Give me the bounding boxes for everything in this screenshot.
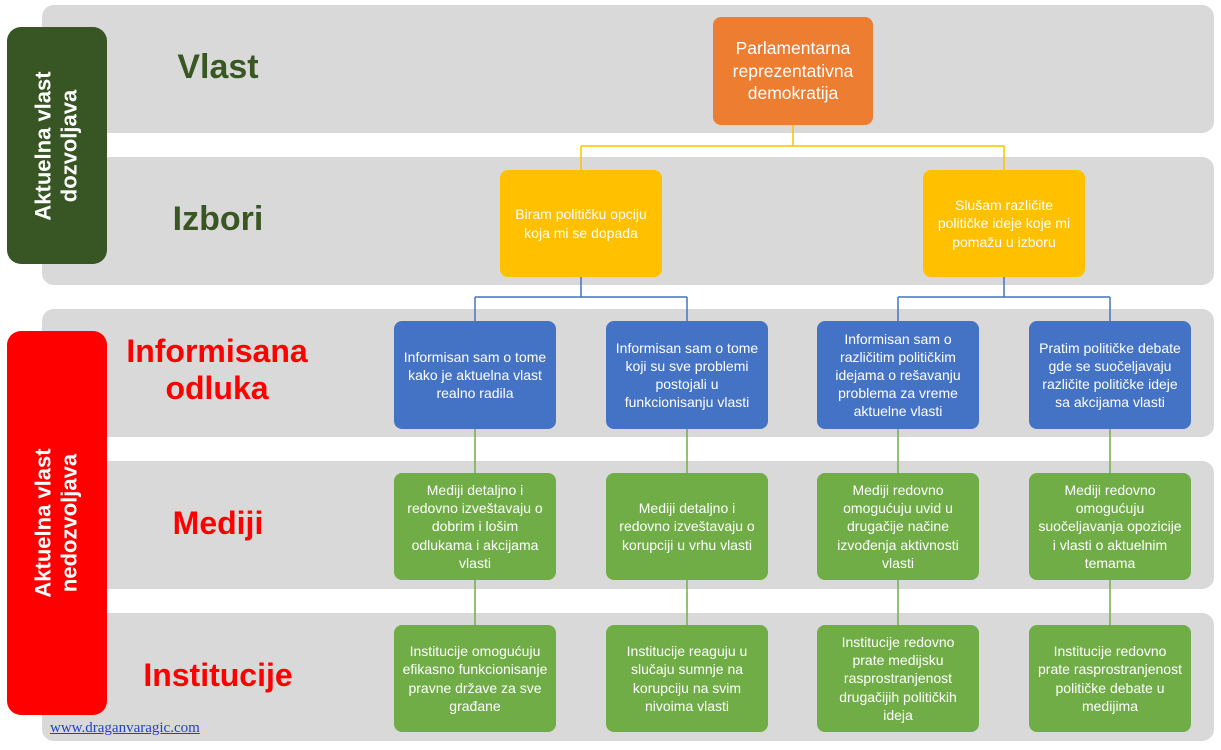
inst-node-4: Institucije redovno prate rasprostranjen… bbox=[1029, 625, 1191, 732]
side-label-disallows-text: Aktuelna vlast nedozvoljava bbox=[30, 448, 82, 598]
inst-node-3: Institucije redovno prate medijsku raspr… bbox=[817, 625, 979, 732]
side-label-disallows: Aktuelna vlast nedozvoljava bbox=[7, 331, 107, 715]
row-label-izbori: Izbori bbox=[172, 200, 264, 238]
row-label-institucije: Institucije bbox=[143, 657, 293, 693]
row-label-vlast: Vlast bbox=[177, 48, 259, 86]
media-node-2: Mediji detaljno i redovno izveštavaju o … bbox=[606, 473, 768, 580]
info-node-2: Informisan sam o tome koji su sve proble… bbox=[606, 321, 768, 429]
band-vlast bbox=[42, 5, 1214, 133]
choice-node-1: Biram političku opciju koja mi se dopada bbox=[500, 170, 662, 277]
info-node-3: Informisan sam o različitim političkim i… bbox=[817, 321, 979, 429]
row-label-mediji: Mediji bbox=[172, 505, 264, 541]
side-label-allows-text: Aktuelna vlast dozvoljava bbox=[30, 70, 82, 221]
media-node-4: Mediji redovno omogućuju suočeljavanja o… bbox=[1029, 473, 1191, 580]
info-node-1: Informisan sam o tome kako je aktuelna v… bbox=[394, 321, 556, 429]
row-label-informisana: Informisana odluka bbox=[126, 333, 308, 406]
info-node-4: Pratim političke debate gde se suočeljav… bbox=[1029, 321, 1191, 429]
media-node-3: Mediji redovno omogućuju uvid u drugačij… bbox=[817, 473, 979, 580]
website-link[interactable]: www.draganvaragic.com bbox=[50, 720, 200, 736]
inst-node-1: Institucije omogućuju efikasno funkcioni… bbox=[394, 625, 556, 732]
media-node-1: Mediji detaljno i redovno izveštavaju o … bbox=[394, 473, 556, 580]
side-label-allows: Aktuelna vlast dozvoljava bbox=[7, 27, 107, 264]
inst-node-2: Institucije reaguju u slučaju sumnje na … bbox=[606, 625, 768, 732]
choice-node-2: Slušam različite političke ideje koje mi… bbox=[923, 170, 1085, 277]
root-node: Parlamentarna reprezentativna demokratij… bbox=[713, 17, 873, 125]
